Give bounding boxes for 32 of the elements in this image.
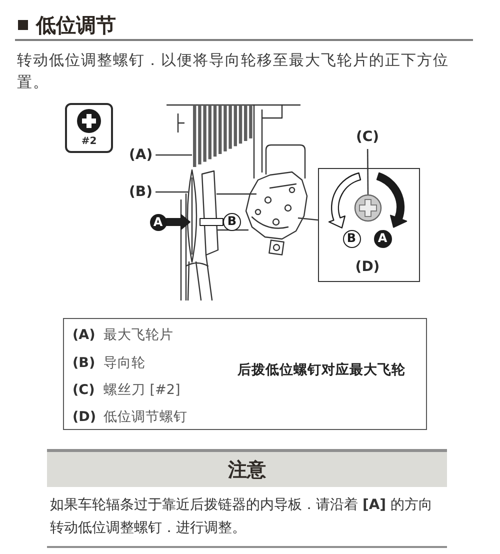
caution-heading: 注意 — [228, 458, 266, 482]
bit-size-label: #2 — [81, 136, 97, 148]
callout-label: (D) — [355, 258, 380, 276]
direction-marker: A — [374, 230, 392, 248]
key-letter: (B) — [72, 354, 96, 372]
note-text: 后拨低位螺钉对应最大飞轮 — [238, 360, 406, 378]
section-title: 低位调节 — [36, 12, 116, 39]
direction-marker: B — [342, 230, 360, 248]
callout-label: (B) — [129, 183, 152, 201]
caution-text: 如果车轮辐条过于靠近后拨链器的内导板．请沿着 [A] 的方向转动低位调整螺钉．进行调整。 — [50, 496, 434, 538]
key-description: 螺丝刀 [#2] — [104, 380, 180, 398]
leader-line — [298, 217, 318, 221]
key-letter: (D) — [72, 408, 96, 426]
direction-marker: A — [150, 214, 166, 230]
leader-line — [366, 149, 369, 195]
callout-label: (A) — [129, 146, 153, 164]
direction-marker: B — [223, 213, 241, 231]
instruction-text: 转动低位调整螺钉．以便将导向轮移至最大飞轮片的正下方位置。 — [17, 50, 450, 93]
block-arrow — [166, 214, 190, 230]
key-description: 导向轮 — [104, 354, 146, 372]
key-letter: (A) — [72, 326, 96, 344]
callout-label: (C) — [356, 128, 380, 146]
bit-size-tag — [65, 103, 113, 153]
key-description: 最大飞轮片 — [104, 326, 174, 344]
key-letter: (C) — [72, 380, 95, 398]
leader-line — [156, 191, 188, 193]
key-panel — [63, 318, 427, 430]
connector-bar — [200, 218, 224, 226]
leader-line — [156, 154, 192, 156]
key-description: 低位调节螺钉 — [104, 408, 188, 426]
detail-inset — [318, 168, 420, 282]
caution-section — [47, 449, 447, 548]
